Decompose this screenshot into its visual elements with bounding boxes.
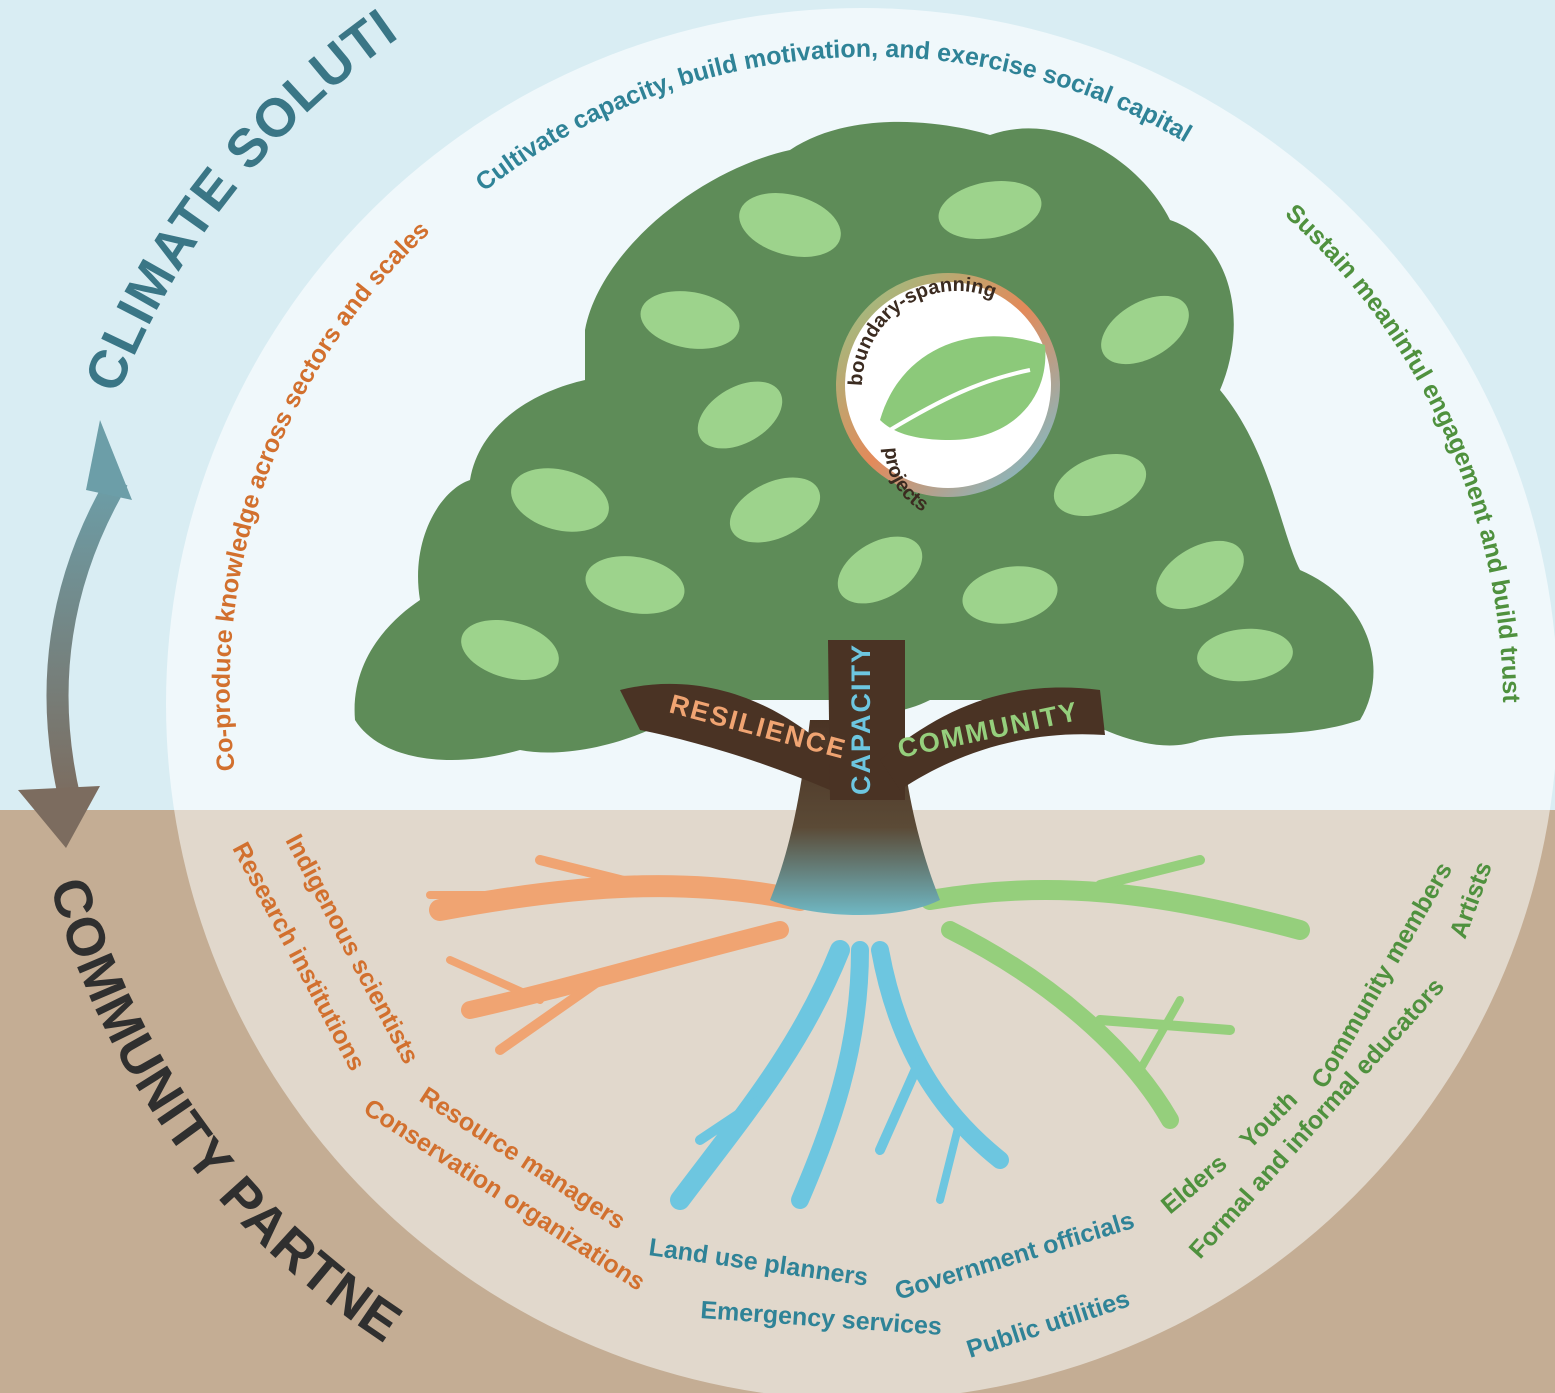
tree-roots [426,855,1310,1210]
leaf-icon [640,291,740,349]
leaf-icon [585,556,685,614]
leaf-icon [697,381,783,449]
leaf-icon [1156,540,1244,610]
tree-branches [620,640,1105,800]
boundary-spanning-badge: boundary-spanning projects [836,273,1060,516]
leaf-icon [511,468,609,532]
leaf-icon [1101,295,1189,365]
leaf-icon [1053,453,1147,517]
leaf-icon [729,477,821,543]
leaf-icon [1197,628,1293,682]
leaf-icon [837,536,923,604]
leaf-icon [938,180,1042,240]
double-headed-arrow-icon [18,420,132,848]
canopy-leaves [461,180,1293,682]
leaf-icon [739,193,841,257]
leaf-icon [962,566,1058,624]
leaf-icon [461,620,559,680]
capacity-label: CAPACITY [846,643,876,795]
